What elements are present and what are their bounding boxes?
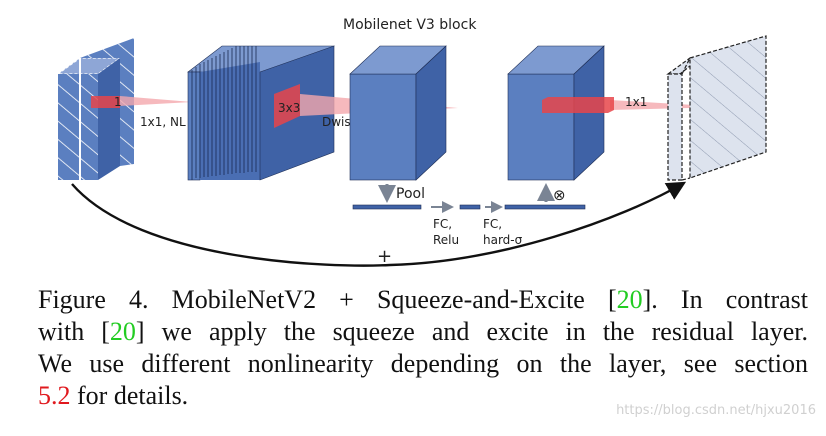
caption-text-2b: ] we apply the squeeze and excite in the…: [135, 317, 808, 346]
conv1-kernel: [91, 96, 120, 108]
dwise-kernel-label: 3x3: [278, 101, 300, 115]
citation-link-2[interactable]: 20: [109, 317, 136, 346]
caption-text-4b: for details.: [70, 381, 189, 410]
watermark: https://blog.csdn.net/hjxu2016: [616, 403, 816, 418]
output-tensor: [666, 35, 767, 181]
caption-text-1a: MobileNetV2 + Squeeze-and-Excite [: [171, 285, 617, 314]
citation-link-1[interactable]: 20: [616, 285, 643, 314]
caption-line-2: with [20] we apply the squeeze and excit…: [38, 316, 808, 348]
diagram-title: Mobilenet V3 block: [343, 17, 477, 33]
dwise-kernel: [274, 84, 300, 128]
dwise-output-tensor: [349, 45, 447, 181]
proj-kernel-label: 1x1: [625, 95, 647, 109]
residual-add-symbol: +: [377, 246, 392, 267]
figure-caption: Figure 4. MobileNetV2 + Squeeze-and-Exci…: [38, 284, 808, 412]
section-reference-link[interactable]: 5.2: [38, 381, 71, 410]
caption-line-1: Figure 4. MobileNetV2 + Squeeze-and-Exci…: [38, 284, 808, 316]
fc2-label-line1: FC,: [483, 217, 502, 231]
caption-line-3: We use different nonlinearity depending …: [38, 349, 808, 378]
caption-line-4: 5.2 for details.: [38, 380, 808, 412]
fc1-label-line1: FC,: [433, 217, 452, 231]
caption-text-1b: ]. In contrast: [642, 285, 809, 314]
caption-text-2a: with [: [38, 317, 110, 346]
se-branch: Pool ⊗ FC, Relu FC, hard-σ: [352, 183, 586, 247]
fc1-label-line2: Relu: [433, 233, 459, 247]
input-tensor: [56, 38, 134, 180]
residual-connection: [71, 181, 687, 267]
fc2-label-line2: hard-σ: [483, 233, 523, 247]
multiply-symbol: ⊗: [553, 186, 566, 204]
projection-tensor: [507, 45, 605, 181]
conv1-kernel-label: 1: [114, 95, 122, 109]
pool-label: Pool: [396, 186, 425, 202]
conv1-cone: [120, 96, 192, 106]
figure-label: Figure 4.: [38, 285, 149, 314]
proj-kernel: [542, 97, 614, 113]
conv1-op-label: 1x1, NL: [140, 115, 186, 129]
expanded-tensor: [187, 45, 335, 181]
